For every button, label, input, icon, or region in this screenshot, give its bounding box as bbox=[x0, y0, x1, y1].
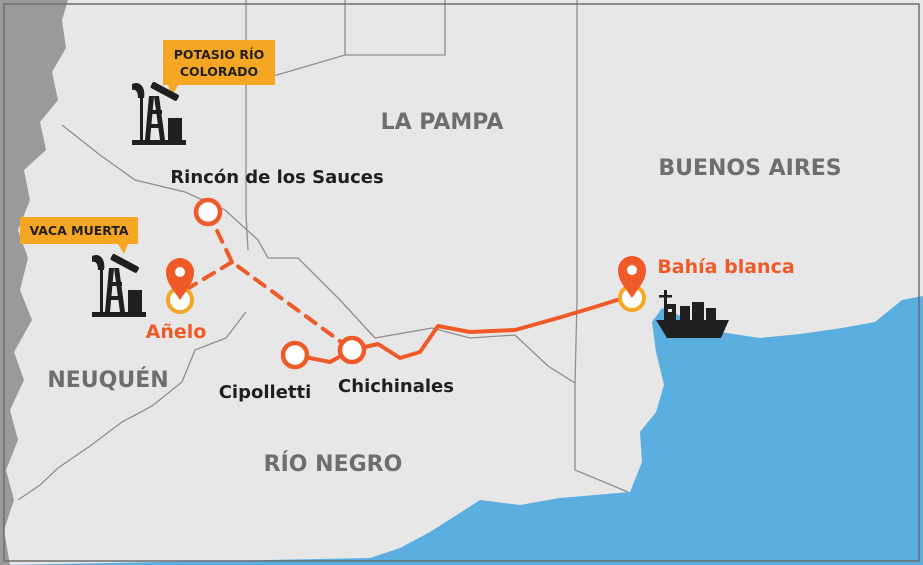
route-dashed-branch bbox=[180, 260, 234, 294]
border-pampa-east bbox=[574, 0, 629, 493]
callout-potasio-line2: COLORADO bbox=[180, 64, 258, 79]
oil-pump-icon bbox=[92, 254, 146, 317]
map-frame bbox=[3, 3, 920, 562]
city-label-bahia-blanca: Bahía blanca bbox=[657, 256, 794, 278]
neighbor-country bbox=[0, 0, 68, 565]
callout-potasio: POTASIO RÍO COLORADO bbox=[163, 40, 275, 96]
city-label-rincon: Rincón de los Sauces bbox=[170, 167, 383, 188]
region-label-la-pampa: LA PAMPA bbox=[381, 110, 504, 135]
border-north-box bbox=[245, 0, 446, 85]
region-label-neuquen: NEUQUÉN bbox=[47, 367, 168, 393]
region-label-rio-negro: RÍO NEGRO bbox=[264, 451, 403, 477]
callout-potasio-line1: POTASIO RÍO bbox=[174, 47, 265, 62]
callout-vaca-muerta: VACA MUERTA bbox=[20, 217, 138, 254]
marker-cipolletti bbox=[280, 340, 310, 370]
marker-chichinales bbox=[337, 335, 367, 365]
region-label-buenos-aires: BUENOS AIRES bbox=[658, 156, 841, 181]
city-label-cipolletti: Cipolletti bbox=[219, 382, 312, 403]
city-label-chichinales: Chichinales bbox=[338, 376, 454, 397]
city-label-anelo: Añelo bbox=[146, 321, 207, 343]
border-neuquen-north bbox=[61, 124, 576, 384]
sea bbox=[0, 296, 923, 565]
border-neuquen-riogro bbox=[17, 311, 247, 501]
location-pin-icon bbox=[618, 256, 646, 312]
location-pin-icon bbox=[166, 258, 194, 314]
cargo-ship-icon bbox=[656, 290, 729, 338]
callout-vaca-muerta-text: VACA MUERTA bbox=[29, 223, 128, 238]
marker-rincon bbox=[193, 197, 223, 227]
oil-pump-icon bbox=[132, 82, 186, 145]
